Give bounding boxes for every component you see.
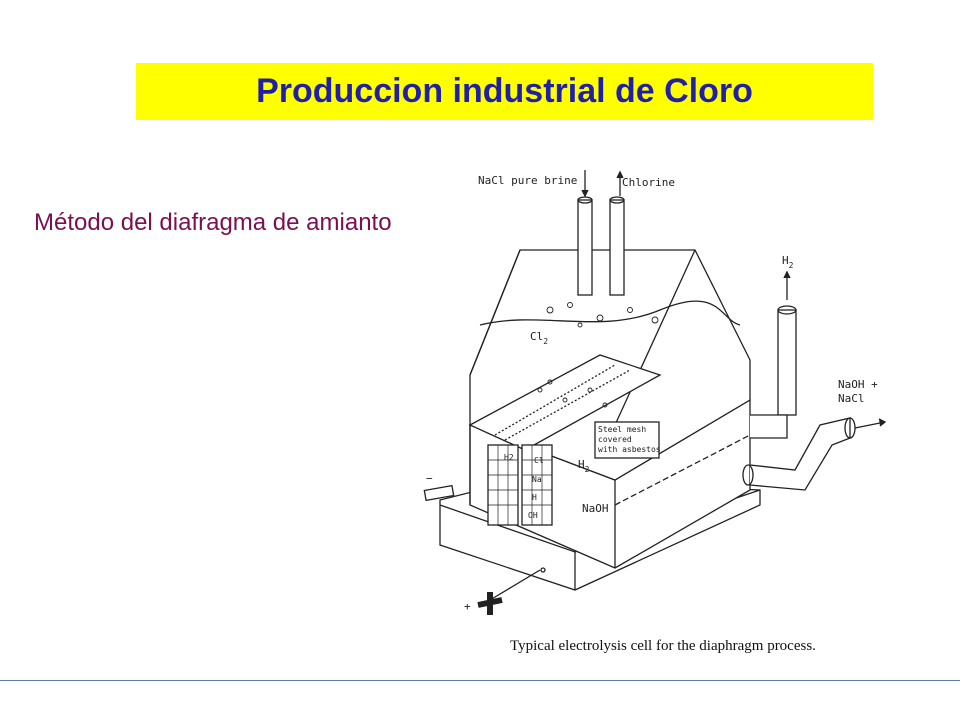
naoh-inside-label: NaOH xyxy=(582,502,609,515)
brine-label: NaCl pure brine xyxy=(478,174,577,187)
method-text: Método del diafragma de amianto xyxy=(34,209,392,236)
minus-sign-label: − xyxy=(426,472,433,485)
figure-caption: Typical electrolysis cell for the diaphr… xyxy=(510,638,816,654)
gas-bubbles xyxy=(537,302,659,408)
footer-divider xyxy=(0,680,960,681)
title-banner: Produccion industrial de Cloro xyxy=(136,63,873,120)
diaphragm-cell-diagram: NaCl pure brine Chlorine H2 NaOH + NaCl … xyxy=(423,170,887,654)
cl-ion-label: Cl xyxy=(534,456,544,465)
electrode-mesh xyxy=(468,354,662,526)
h-ion-label: H xyxy=(532,493,537,502)
plus-sign-label: + xyxy=(464,600,471,613)
top-pipes xyxy=(577,170,625,296)
h2-inner-label: H2 xyxy=(504,453,514,462)
na-ion-label: Na xyxy=(532,475,542,484)
oh-ion-label: OH xyxy=(528,511,538,520)
naoh-nacl-label-line1: NaOH + xyxy=(838,378,878,391)
h2-pipe xyxy=(750,270,797,439)
h2-side-label: H2 xyxy=(578,458,590,474)
terminals xyxy=(423,484,546,615)
mesh-label-line1: Steel mesh xyxy=(598,425,646,434)
chlorine-label: Chlorine xyxy=(622,176,675,189)
h2-outlet-label: H2 xyxy=(782,254,794,270)
mesh-label-line3: with asbestos xyxy=(598,445,661,454)
slide-title: Produccion industrial de Cloro xyxy=(256,72,753,110)
naoh-nacl-label-line2: NaCl xyxy=(838,392,865,405)
diaphragm-cell-figure: NaCl pure brine Chlorine H2 NaOH + NaCl … xyxy=(400,160,900,660)
mesh-label-line2: covered xyxy=(598,435,632,444)
naoh-outlet-pipe xyxy=(742,417,887,491)
cl2-label: Cl2 xyxy=(530,330,548,346)
